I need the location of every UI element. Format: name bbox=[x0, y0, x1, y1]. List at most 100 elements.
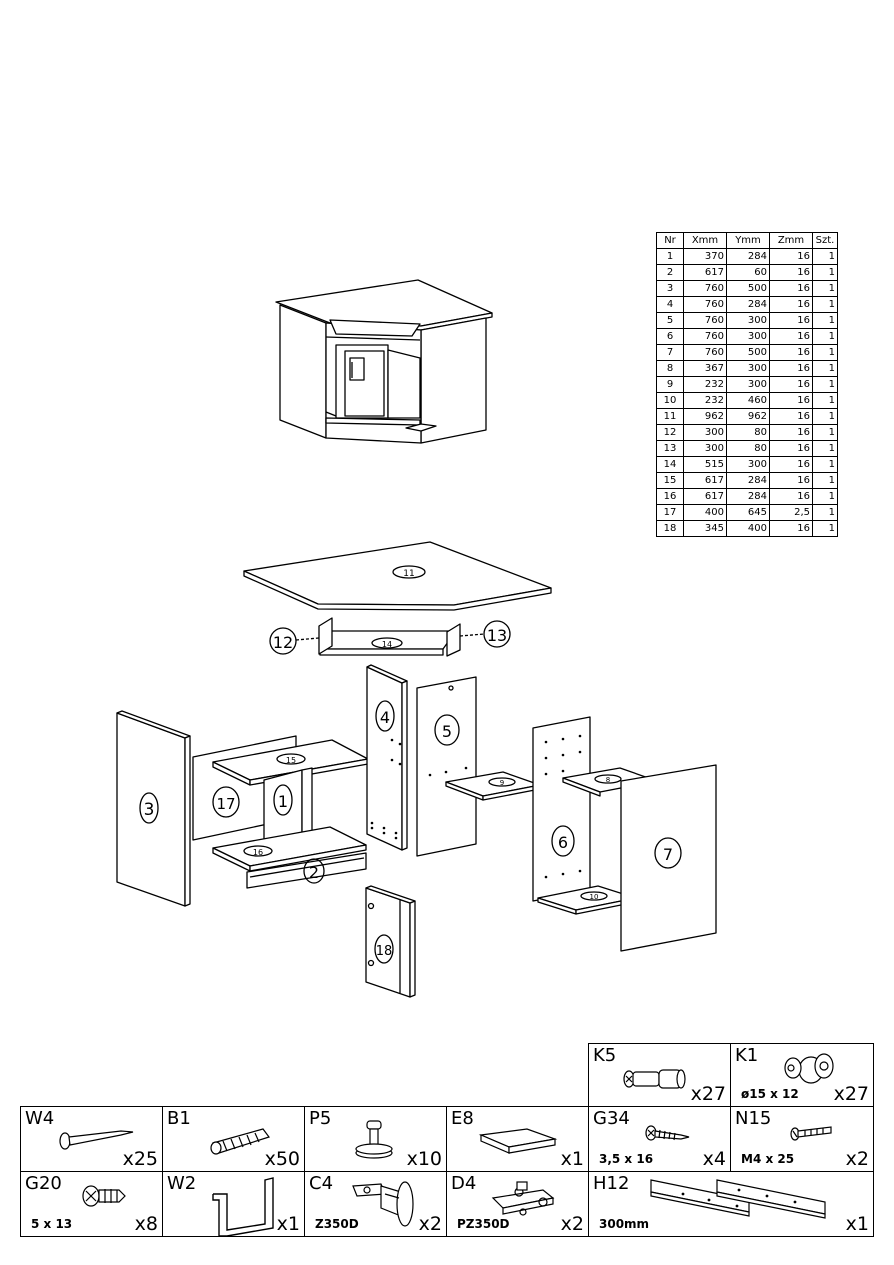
cell-szt: 1 bbox=[812, 328, 838, 345]
cam-lock-icon bbox=[784, 1053, 834, 1084]
label-part-18: 18 bbox=[376, 944, 393, 959]
hardware-code: E8 bbox=[451, 1108, 474, 1129]
cell-nr: 11 bbox=[656, 408, 684, 425]
assembly-drawing: 11 14 12 13 3 17 15 1 bbox=[116, 279, 717, 998]
label-part-3: 3 bbox=[144, 800, 155, 820]
cell-ymm: 80 bbox=[726, 424, 770, 441]
col-szt: Szt. bbox=[812, 232, 838, 249]
label-part-1: 1 bbox=[278, 792, 288, 811]
bolt-icon bbox=[790, 1126, 832, 1141]
hardware-code: C4 bbox=[309, 1173, 334, 1194]
hinge-plate-icon bbox=[491, 1181, 555, 1216]
cell-ymm: 284 bbox=[726, 472, 770, 489]
cell-xmm: 515 bbox=[683, 456, 727, 473]
cell-zmm: 16 bbox=[769, 328, 813, 345]
cell-zmm: 16 bbox=[769, 488, 813, 505]
col-zmm: Zmm bbox=[769, 232, 813, 249]
cell-xmm: 617 bbox=[683, 472, 727, 489]
cell-ymm: 60 bbox=[726, 264, 770, 281]
cell-ymm: 300 bbox=[726, 328, 770, 345]
hardware-qty: x27 bbox=[690, 1083, 726, 1105]
cell-nr: 3 bbox=[656, 280, 684, 297]
hardware-p5: P5 x10 bbox=[304, 1106, 447, 1172]
hardware-code: D4 bbox=[451, 1173, 477, 1194]
cell-nr: 6 bbox=[656, 328, 684, 345]
col-ymm: Ymm bbox=[726, 232, 770, 249]
cell-nr: 9 bbox=[656, 376, 684, 393]
cell-szt: 1 bbox=[812, 408, 838, 425]
hardware-b1: B1 x50 bbox=[162, 1106, 305, 1172]
cell-nr: 8 bbox=[656, 360, 684, 377]
cell-xmm: 760 bbox=[683, 328, 727, 345]
cell-szt: 1 bbox=[812, 344, 838, 361]
cell-nr: 5 bbox=[656, 312, 684, 329]
cell-xmm: 760 bbox=[683, 296, 727, 313]
cell-xmm: 962 bbox=[683, 408, 727, 425]
exploded-view: 11 14 12 13 3 17 15 1 bbox=[116, 541, 717, 998]
cell-xmm: 345 bbox=[683, 520, 727, 537]
hardware-qty: x1 bbox=[845, 1213, 869, 1235]
hardware-d4: D4 PZ350D x2 bbox=[446, 1171, 589, 1237]
hardware-code: K5 bbox=[593, 1045, 617, 1066]
hardware-spec: 5 x 13 bbox=[31, 1217, 73, 1231]
label-part-17: 17 bbox=[216, 795, 235, 813]
label-part-2: 2 bbox=[309, 863, 319, 882]
cell-nr: 18 bbox=[656, 520, 684, 537]
cell-nr: 13 bbox=[656, 440, 684, 457]
cell-szt: 1 bbox=[812, 248, 838, 265]
col-nr: Nr bbox=[656, 232, 684, 249]
hardware-h12: H12 300mm x1 bbox=[588, 1171, 874, 1237]
hardware-spec: PZ350D bbox=[457, 1217, 510, 1231]
hardware-qty: x27 bbox=[833, 1083, 869, 1105]
cell-xmm: 617 bbox=[683, 264, 727, 281]
cell-szt: 1 bbox=[812, 456, 838, 473]
cell-zmm: 16 bbox=[769, 312, 813, 329]
cell-zmm: 16 bbox=[769, 408, 813, 425]
cell-ymm: 500 bbox=[726, 344, 770, 361]
cell-ymm: 400 bbox=[726, 520, 770, 537]
cell-xmm: 760 bbox=[683, 312, 727, 329]
cell-szt: 1 bbox=[812, 472, 838, 489]
hardware-code: G20 bbox=[25, 1173, 62, 1194]
cell-zmm: 16 bbox=[769, 360, 813, 377]
cell-nr: 4 bbox=[656, 296, 684, 313]
cell-nr: 16 bbox=[656, 488, 684, 505]
label-part-13: 13 bbox=[487, 626, 507, 645]
screw-icon bbox=[645, 1125, 690, 1141]
label-part-9: 9 bbox=[500, 779, 504, 787]
hardware-code: G34 bbox=[593, 1108, 630, 1129]
cell-nr: 2 bbox=[656, 264, 684, 281]
nail-icon bbox=[59, 1130, 134, 1150]
hardware-code: H12 bbox=[593, 1173, 630, 1194]
hardware-qty: x1 bbox=[560, 1148, 584, 1170]
cell-szt: 1 bbox=[812, 264, 838, 281]
cell-szt: 1 bbox=[812, 360, 838, 377]
cell-zmm: 16 bbox=[769, 296, 813, 313]
cell-zmm: 16 bbox=[769, 472, 813, 489]
hardware-qty: x25 bbox=[122, 1148, 158, 1170]
hardware-code: N15 bbox=[735, 1108, 772, 1129]
allen-key-icon bbox=[212, 1177, 274, 1237]
cell-szt: 1 bbox=[812, 392, 838, 409]
cell-zmm: 16 bbox=[769, 376, 813, 393]
hardware-spec: ø15 x 12 bbox=[741, 1087, 799, 1101]
hardware-qty: x1 bbox=[276, 1213, 300, 1235]
cell-xmm: 232 bbox=[683, 376, 727, 393]
hardware-qty: x50 bbox=[264, 1148, 300, 1170]
cell-ymm: 962 bbox=[726, 408, 770, 425]
cell-nr: 7 bbox=[656, 344, 684, 361]
hardware-qty: x10 bbox=[406, 1148, 442, 1170]
hardware-g34: G34 3,5 x 16 x4 bbox=[588, 1106, 731, 1172]
cell-xmm: 760 bbox=[683, 344, 727, 361]
part-7-side-panel bbox=[620, 764, 717, 952]
